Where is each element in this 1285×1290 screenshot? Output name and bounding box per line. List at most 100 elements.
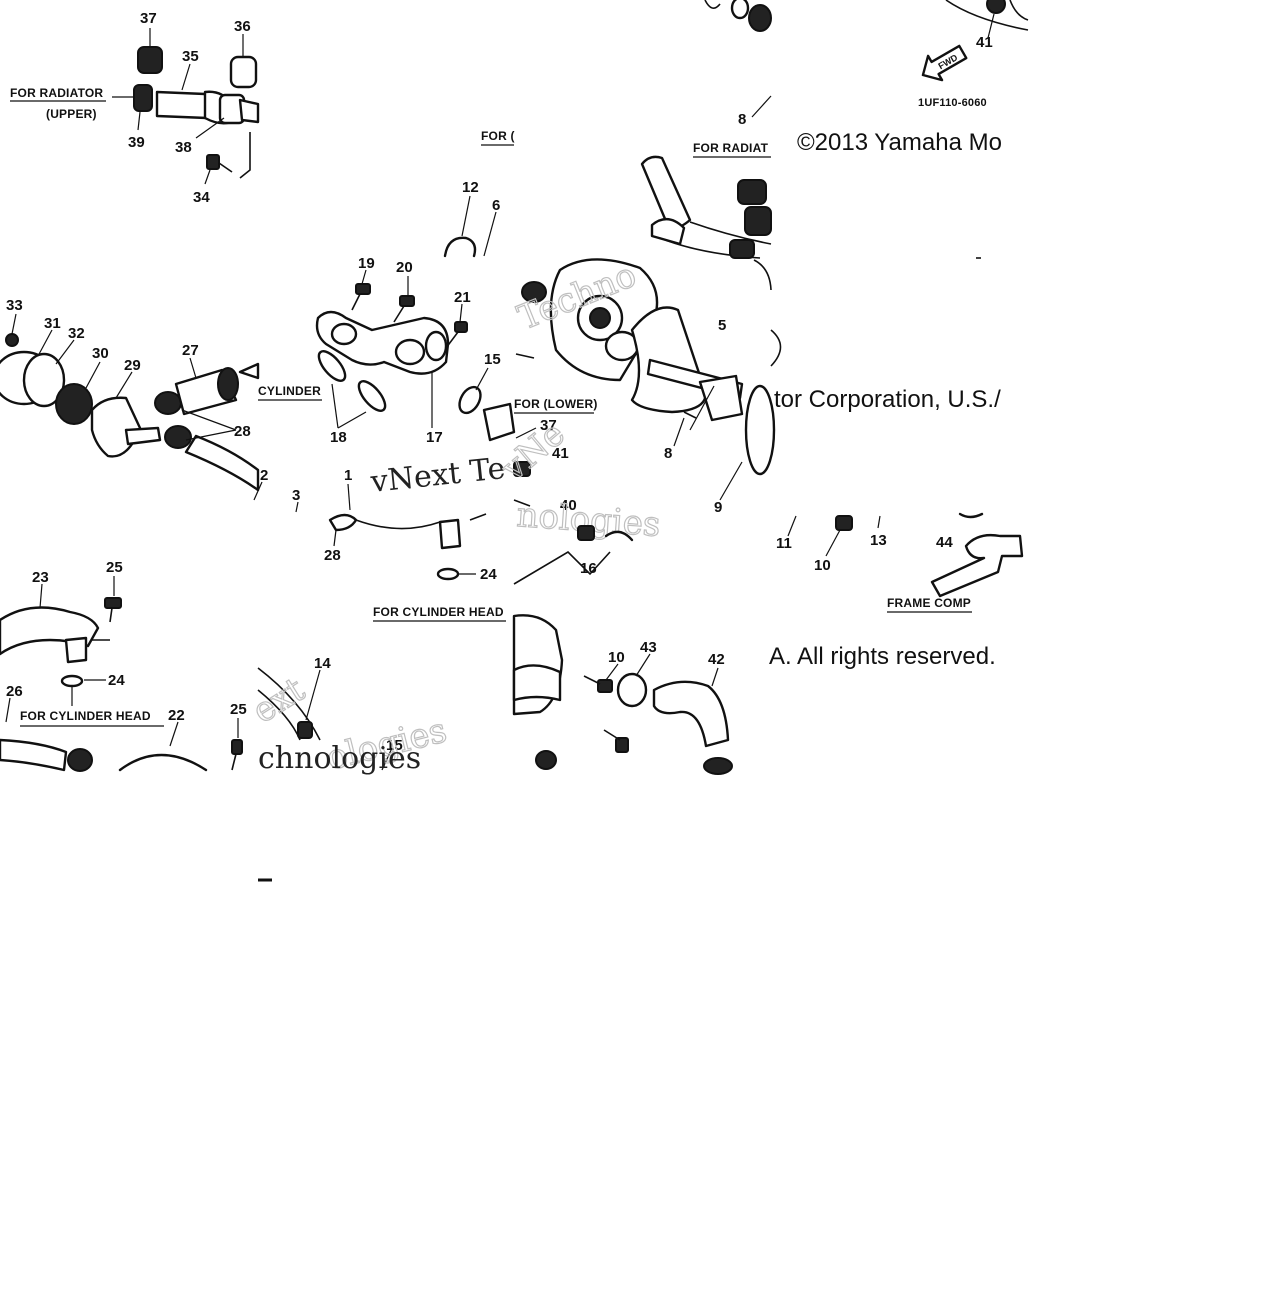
tile-center: CYLINDER 19 20 21 15 18 bbox=[258, 255, 516, 513]
leader bbox=[333, 529, 337, 547]
callout-text: 8 bbox=[664, 445, 672, 462]
fwd-arrow-shape bbox=[921, 44, 968, 82]
bolt-20 bbox=[399, 295, 415, 307]
callout-text: 25 bbox=[230, 701, 247, 718]
bolt-34-shank bbox=[218, 162, 233, 173]
callout-text: 9 bbox=[714, 499, 722, 516]
callout-text: 26 bbox=[6, 683, 23, 700]
bolt-33 bbox=[5, 333, 19, 347]
callout-text: 24 bbox=[480, 566, 497, 583]
leader bbox=[347, 483, 351, 511]
callout-text: 11 bbox=[776, 535, 792, 552]
o-ring-18a bbox=[317, 350, 347, 382]
bolt bbox=[535, 750, 557, 770]
watermark: chnologies bbox=[258, 741, 421, 776]
callout-text: 15 bbox=[386, 737, 403, 754]
leader bbox=[39, 583, 43, 609]
outlet bbox=[424, 330, 448, 362]
callout-text: 34 bbox=[193, 189, 210, 206]
hose-line bbox=[257, 667, 321, 741]
callout-text: 5 bbox=[718, 317, 726, 334]
bolt-14 bbox=[297, 721, 313, 739]
impeller bbox=[698, 374, 744, 422]
hose-end bbox=[64, 636, 88, 664]
hose-edge bbox=[1009, 0, 1029, 21]
line bbox=[355, 519, 441, 530]
callout-text: 25 bbox=[106, 559, 123, 576]
callout-text: 15 bbox=[484, 351, 501, 368]
leader bbox=[169, 721, 179, 747]
clamp-36 bbox=[229, 55, 258, 89]
callout-text: 39 bbox=[128, 134, 145, 151]
leader bbox=[459, 303, 463, 323]
label-for-truncated: FOR ( bbox=[481, 129, 515, 143]
outlet-pipe bbox=[512, 664, 562, 702]
clamp-39 bbox=[133, 84, 153, 112]
pin-8 bbox=[683, 411, 697, 419]
label-for-lower: FOR (LOWER) bbox=[514, 397, 598, 411]
tile-mid-right-center: FOR (LOWER) 5 37 41 40 8 9 Techno vNe no… bbox=[493, 254, 776, 546]
pipe-edge bbox=[238, 98, 260, 124]
callout-text: 13 bbox=[870, 532, 887, 549]
leader bbox=[137, 111, 141, 131]
leader bbox=[195, 117, 225, 139]
leader bbox=[719, 461, 743, 501]
leader bbox=[305, 669, 321, 721]
pin bbox=[515, 353, 535, 359]
leader bbox=[204, 169, 211, 185]
bracket-line bbox=[513, 550, 611, 585]
clamp-27 bbox=[217, 367, 239, 401]
leader bbox=[11, 313, 17, 335]
tile-top-right: 41 FWD 1UF110-6060 ©2013 Yamaha Mo bbox=[797, 0, 1029, 259]
copyright-line-3: A. All rights reserved. bbox=[769, 643, 996, 670]
port bbox=[330, 322, 358, 346]
copyright-line-1: ©2013 Yamaha Mo bbox=[797, 129, 1002, 156]
watermark: vNext Te bbox=[368, 451, 507, 500]
callout-text: 17 bbox=[426, 429, 443, 446]
callout-text: 37 bbox=[540, 417, 557, 434]
tile-mid-left: 33 31 32 30 29 27 28 2 bbox=[0, 297, 268, 501]
leader bbox=[825, 529, 841, 557]
housing-29 bbox=[90, 396, 142, 458]
bearing bbox=[748, 4, 772, 32]
leader bbox=[331, 383, 339, 429]
fitting-41b bbox=[513, 461, 531, 477]
callout-text: 16 bbox=[580, 560, 597, 577]
edge bbox=[753, 259, 772, 291]
leader bbox=[361, 269, 367, 285]
callout-text: 36 bbox=[234, 18, 251, 35]
bolt-25b-shank bbox=[231, 753, 237, 771]
label-cylinder: CYLINDER bbox=[258, 384, 321, 398]
clamp bbox=[744, 206, 772, 236]
fwd-arrow: FWD bbox=[921, 44, 968, 82]
leader bbox=[37, 329, 53, 357]
coolant-pipe bbox=[640, 155, 692, 230]
bolt-10b bbox=[835, 515, 853, 531]
tee-fitting-44 bbox=[930, 533, 1024, 598]
bolt-25a-shank bbox=[109, 607, 113, 623]
hose-35 bbox=[155, 90, 209, 120]
callout-text: 24 bbox=[108, 672, 125, 689]
callout-text: 10 bbox=[814, 557, 831, 574]
leader bbox=[253, 481, 263, 501]
leader bbox=[115, 371, 133, 399]
clamp-28b bbox=[164, 425, 192, 449]
callout-text: 42 bbox=[708, 651, 725, 668]
label-upper: (UPPER) bbox=[46, 107, 97, 121]
leader bbox=[185, 429, 237, 441]
callout-text: 44 bbox=[936, 534, 953, 551]
fitting bbox=[328, 513, 358, 532]
leader bbox=[515, 427, 537, 439]
clip bbox=[704, 0, 721, 9]
hose-22 bbox=[118, 753, 208, 772]
clamp-28a bbox=[154, 391, 182, 415]
bolt-19-shank bbox=[351, 293, 361, 311]
pump-bore-inner bbox=[589, 307, 611, 329]
clamp bbox=[737, 179, 767, 205]
callout-text: 33 bbox=[6, 297, 23, 314]
callout-text: 28 bbox=[234, 423, 251, 440]
o-ring-24 bbox=[60, 674, 84, 688]
pump-housing-9 bbox=[744, 384, 776, 476]
leader bbox=[461, 195, 471, 237]
